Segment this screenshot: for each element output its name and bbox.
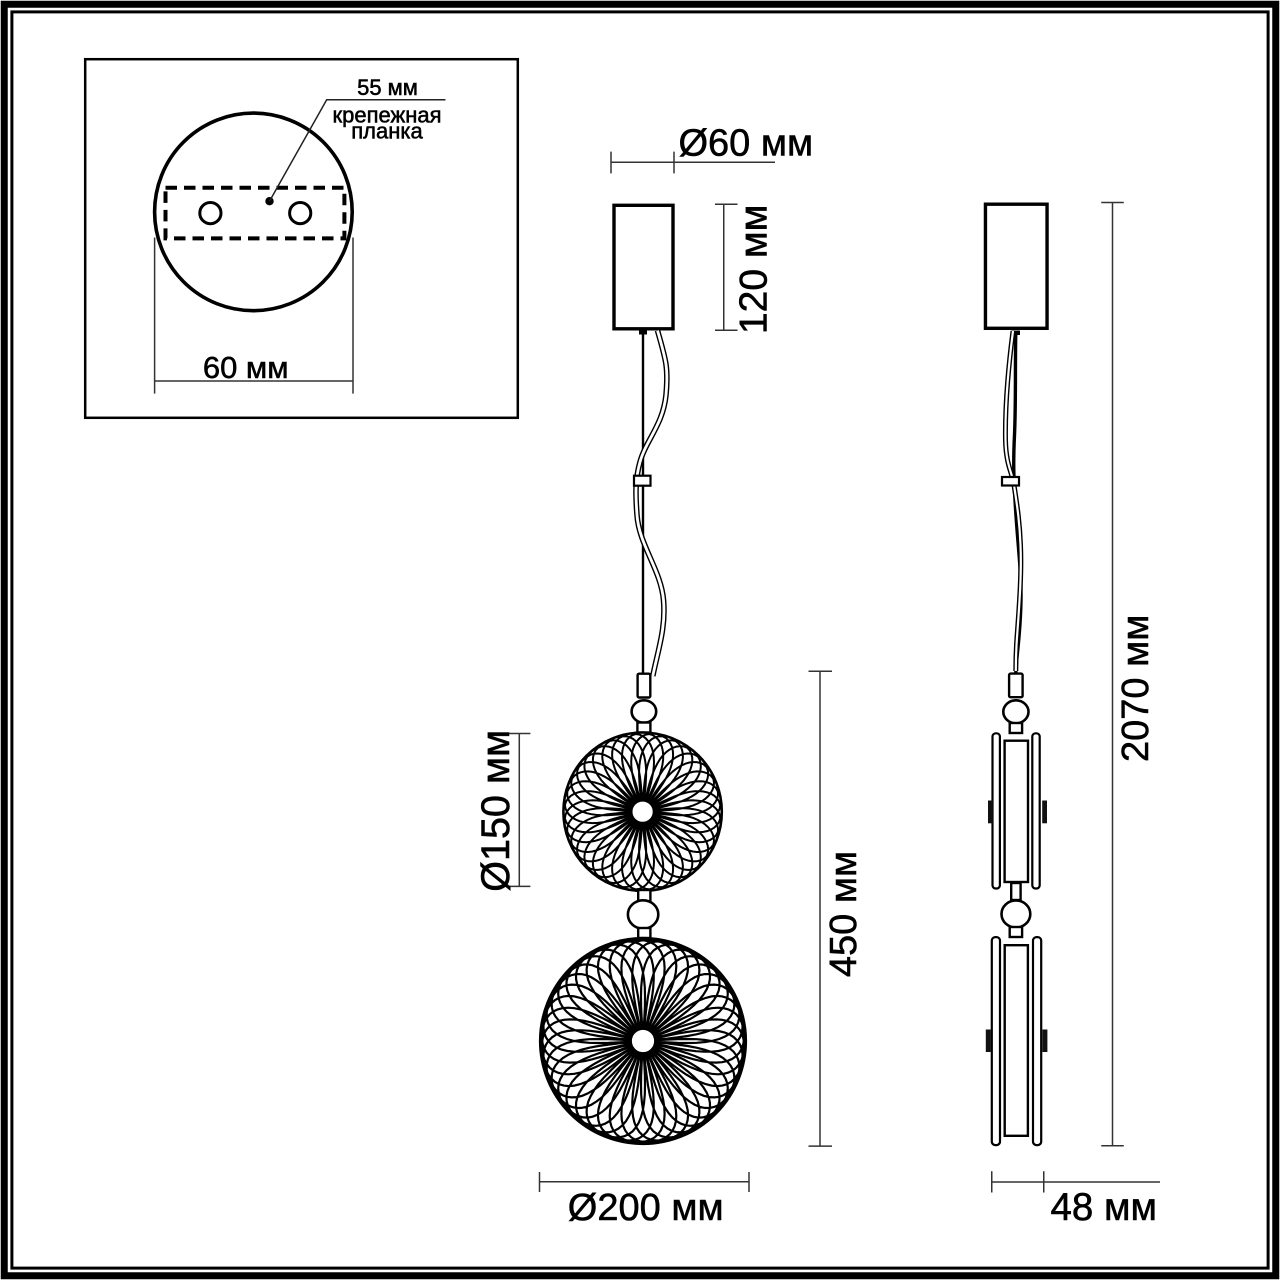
svg-text:Ø60 мм: Ø60 мм: [678, 123, 813, 165]
svg-text:450 мм: 450 мм: [823, 851, 865, 977]
svg-text:48 мм: 48 мм: [1051, 1186, 1157, 1229]
svg-text:60 мм: 60 мм: [203, 350, 289, 385]
svg-text:120 мм: 120 мм: [733, 205, 776, 335]
svg-text:55 мм: 55 мм: [357, 75, 418, 100]
svg-text:Ø200 мм: Ø200 мм: [568, 1187, 724, 1229]
svg-text:2070 мм: 2070 мм: [1115, 615, 1157, 762]
svg-text:крепежная: крепежная: [332, 103, 441, 128]
svg-text:планка: планка: [351, 119, 423, 144]
svg-text:Ø150 мм: Ø150 мм: [474, 730, 518, 892]
